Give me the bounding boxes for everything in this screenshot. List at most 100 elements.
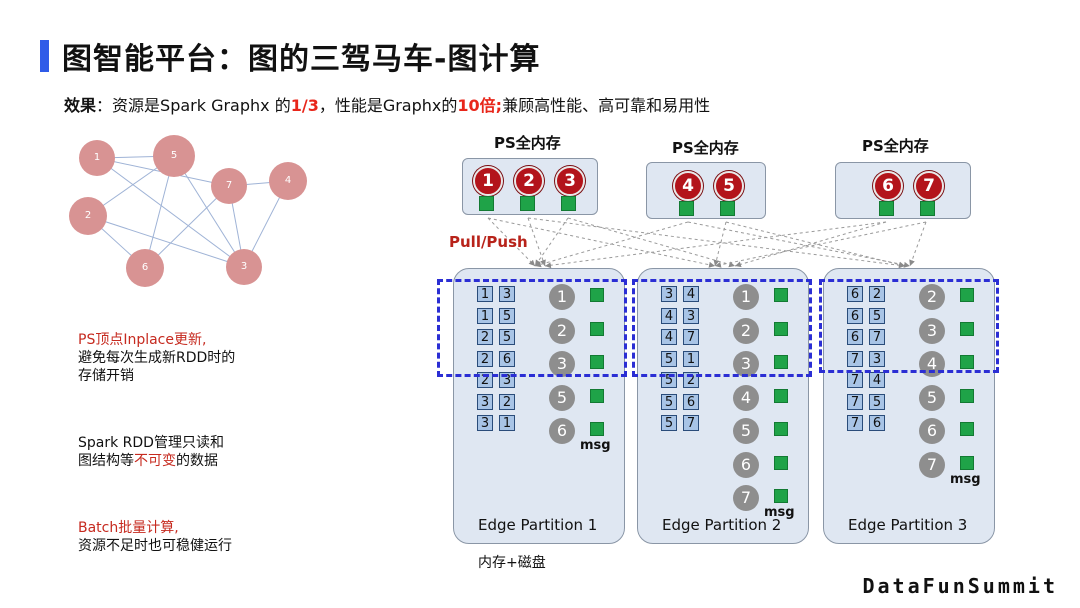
pull-push-arrow: [725, 221, 906, 268]
note-ps-inplace-line3: 存储开销: [78, 368, 134, 384]
partition-vertex: 2: [733, 317, 759, 344]
subtitle-c: 兼顾高性能、高可靠和易用性: [502, 96, 711, 115]
ps-vertex-value: [879, 201, 894, 216]
graph-node: 4: [269, 162, 307, 200]
edge-endpoint: 5: [499, 329, 515, 345]
edge-endpoint: 3: [683, 307, 699, 324]
vertex-msg-square: [960, 388, 974, 403]
partition-vertex: 5: [733, 418, 759, 444]
edge-endpoint: 6: [847, 286, 863, 302]
ps-vertex-value: [679, 201, 694, 216]
ps-vertex: 5: [714, 171, 744, 201]
vertex-msg-square: [774, 422, 788, 436]
vertex-msg-square: [590, 422, 604, 436]
pull-push-arrow: [567, 217, 736, 268]
pull-push-arrow: [487, 217, 716, 268]
vertex-msg-square: [774, 321, 788, 336]
partition-vertex: 2: [919, 284, 945, 310]
edge-endpoint: 7: [847, 372, 863, 388]
edge-endpoint: 2: [477, 350, 493, 367]
note-ps-inplace-line2: 避免每次生成新RDD时的: [78, 350, 236, 366]
graph-node: 7: [211, 168, 247, 204]
edge-endpoint: 7: [869, 329, 885, 345]
vertex-msg-square: [960, 288, 974, 302]
dashed-box-1: [437, 279, 627, 377]
vertex-msg-square: [960, 455, 974, 470]
edge-endpoint: 7: [847, 350, 863, 367]
partition-vertex: 3: [549, 351, 575, 377]
note-spark-rdd: Spark RDD管理只读和 图结构等不可变的数据: [78, 434, 224, 470]
storage-note: 内存+磁盘: [478, 555, 546, 571]
partition-vertex: 7: [733, 485, 759, 511]
pull-push-arrow: [534, 221, 689, 268]
partition-vertex: 5: [549, 384, 575, 411]
note-batch: Batch批量计算, 资源不足时也可稳健运行: [78, 519, 232, 555]
dashed-box-2: [632, 279, 812, 377]
edge-endpoint: 1: [477, 307, 493, 324]
edge-endpoint: 4: [661, 307, 677, 324]
edge-endpoint: 5: [499, 307, 515, 324]
note-ps-inplace: PS顶点Inplace更新, 避免每次生成新RDD时的 存储开销: [78, 331, 235, 385]
vertex-msg-square: [590, 388, 604, 403]
ps-vertex: 6: [873, 171, 903, 201]
note-spark-rdd-pre: 图结构等: [78, 453, 134, 469]
pull-push-label: Pull/Push: [449, 233, 528, 251]
ps-vertex-value: [561, 196, 576, 211]
ps-box-2: [646, 162, 766, 219]
ps-vertex: 3: [555, 166, 585, 196]
edge-endpoint: 3: [499, 286, 515, 302]
partition-vertex: 4: [733, 384, 759, 411]
edge-endpoint: 5: [869, 393, 885, 410]
vertex-msg-square: [590, 288, 604, 302]
graph-edge: [87, 215, 245, 268]
partition-vertex: 2: [549, 317, 575, 344]
graph-edge: [173, 155, 245, 268]
partition-vertex: 6: [733, 451, 759, 478]
vertex-msg-square: [774, 388, 788, 403]
graph-edge: [96, 157, 245, 268]
msg-label: msg: [580, 438, 611, 453]
msg-label: msg: [764, 505, 795, 520]
brand-logo: DataFunSummit: [862, 574, 1058, 598]
edge-endpoint: 5: [661, 350, 677, 367]
pull-push-arrow: [909, 221, 927, 267]
subtitle-ratio: 1/3: [290, 96, 319, 115]
vertex-msg-square: [590, 321, 604, 336]
edge-endpoint: 6: [499, 350, 515, 367]
partition-vertex: 1: [549, 284, 575, 310]
vertex-msg-square: [960, 422, 974, 436]
edge-endpoint: 2: [499, 393, 515, 410]
edge-endpoint: 3: [661, 286, 677, 302]
pull-push-arrow: [713, 221, 727, 267]
pull-push-arrow: [714, 221, 927, 268]
ps-label-1: PS全内存: [494, 134, 561, 152]
partition-vertex: 3: [733, 351, 759, 377]
vertex-msg-square: [774, 455, 788, 470]
edge-endpoint: 7: [847, 415, 863, 431]
msg-label: msg: [950, 471, 981, 487]
subtitle-b: ，性能是Graphx的: [318, 96, 458, 115]
edge-endpoint: 1: [683, 350, 699, 367]
page-title: 图智能平台：图的三驾马车-图计算: [62, 42, 541, 77]
note-batch-highlight: Batch批量计算,: [78, 520, 179, 536]
ps-vertex: 1: [473, 166, 503, 196]
graph-node: 6: [126, 249, 164, 287]
graph-node: 2: [69, 197, 107, 235]
edge-endpoint: 3: [869, 350, 885, 367]
edge-endpoint: 4: [683, 286, 699, 302]
edge-endpoint: 6: [869, 415, 885, 431]
edge-endpoint: 5: [869, 307, 885, 324]
ps-vertex: 2: [514, 166, 544, 196]
note-batch-line2: 资源不足时也可稳健运行: [78, 538, 232, 554]
ps-vertex-value: [520, 196, 535, 211]
graph-node: 5: [153, 135, 195, 177]
edge-endpoint: 6: [847, 329, 863, 345]
edge-endpoint: 3: [477, 393, 493, 410]
note-spark-rdd-line1: Spark RDD管理只读和: [78, 435, 224, 451]
partition-vertex: 3: [919, 317, 945, 344]
ps-vertex-value: [479, 196, 494, 211]
ps-vertex-value: [720, 201, 735, 216]
note-spark-rdd-post: 的数据: [176, 453, 218, 469]
vertex-msg-square: [774, 489, 788, 503]
subtitle-a: 资源是Spark Graphx 的: [112, 96, 291, 115]
